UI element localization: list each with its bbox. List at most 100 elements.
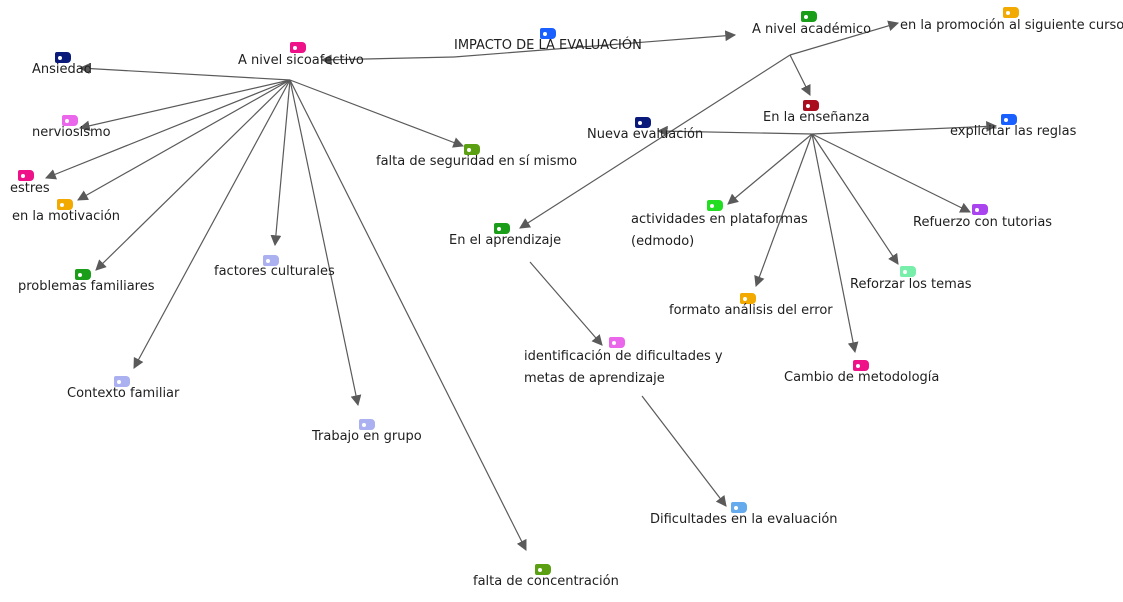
- topic-label-line: Refuerzo con tutorias: [913, 215, 1053, 230]
- topic-label-line: En el aprendizaje: [449, 233, 562, 248]
- connector-sicoafectivo-to-motivacion: [77, 79, 291, 201]
- tag-icon: [635, 117, 651, 128]
- connector-ensenanza-to-formato: [754, 133, 813, 288]
- tag-icon: [18, 170, 34, 181]
- tag-icon: [62, 115, 78, 126]
- topic-label-line: Ansiedad: [32, 62, 92, 77]
- topic-label: Refuerzo con tutorias: [913, 214, 1052, 231]
- tag-icon: [707, 200, 723, 211]
- topic-label-line: En la enseñanza: [763, 110, 870, 125]
- connector-ensenanza-to-plataformas: [727, 133, 813, 205]
- tag-icon: [464, 144, 480, 155]
- tag-icon: [731, 502, 747, 513]
- connector-aprendizaje-to-identificacion: [529, 261, 603, 346]
- topic-label: identificación de dificultades y metas de…: [524, 346, 723, 390]
- topic-label: A nivel académico: [752, 21, 871, 38]
- topic-label-line: A nivel sicoafectivo: [238, 53, 364, 68]
- tag-icon: [540, 28, 556, 39]
- topic-label: IMPACTO DE LA EVALUACIÓN: [454, 37, 642, 54]
- connector-ensenanza-to-tutorias: [811, 133, 971, 213]
- topic-label-line: metas de aprendizaje: [524, 371, 665, 386]
- connector-sicoafectivo-to-concentracion: [289, 79, 527, 551]
- topic-label: actividades en plataformas (edmodo): [631, 209, 808, 253]
- topic-label: Contexto familiar: [67, 385, 179, 402]
- topic-label-line: Dificultades en la evaluación: [650, 512, 838, 527]
- topic-label: Reforzar los temas: [850, 276, 972, 293]
- connector-academico-to-ensenanza: [789, 54, 811, 96]
- topic-label: En la enseñanza: [763, 109, 870, 126]
- tag-icon: [609, 337, 625, 348]
- connector-sicoafectivo-to-estres: [44, 79, 291, 180]
- connector-identificacion-to-dificultades: [641, 395, 727, 507]
- tag-icon: [494, 223, 510, 234]
- tag-icon: [535, 564, 551, 575]
- topic-label: nerviosismo: [32, 124, 111, 141]
- tag-icon: [55, 52, 71, 63]
- topic-label-line: Cambio de metodología: [784, 370, 940, 385]
- tag-icon: [801, 11, 817, 22]
- tag-icon: [740, 293, 756, 304]
- tag-icon: [972, 204, 988, 215]
- topic-label: En el aprendizaje: [449, 232, 561, 249]
- topic-label-line: identificación de dificultades y: [524, 349, 723, 364]
- topic-label: Ansiedad: [32, 61, 92, 78]
- topic-label-line: A nivel académico: [752, 22, 872, 37]
- topic-label: estres: [10, 180, 50, 197]
- topic-label: formato análisis del error: [669, 302, 833, 319]
- topic-label-line: Trabajo en grupo: [312, 429, 422, 444]
- topic-label: problemas familiares: [18, 278, 155, 295]
- topic-label: en la promoción al siguiente curso: [900, 17, 1123, 34]
- tag-icon: [263, 255, 279, 266]
- tag-icon: [114, 376, 130, 387]
- topic-label-line: (edmodo): [631, 234, 695, 249]
- topic-label-line: en la motivación: [12, 209, 121, 224]
- connector-sicoafectivo-to-nerviosismo: [78, 79, 291, 132]
- topic-label-line: problemas familiares: [18, 279, 155, 294]
- connector-sicoafectivo-to-contexto: [133, 79, 291, 369]
- topic-label: falta de seguridad en sí mismo: [376, 153, 577, 170]
- topic-label: Dificultades en la evaluación: [650, 511, 838, 528]
- topic-label-line: Reforzar los temas: [850, 277, 972, 292]
- topic-label-line: formato análisis del error: [669, 303, 833, 318]
- topic-label: Cambio de metodología: [784, 369, 939, 386]
- connector-root-to-sicoafectivo: [320, 54, 455, 66]
- connector-ensenanza-to-metodologia: [811, 133, 859, 354]
- tag-icon: [57, 199, 73, 210]
- connector-academico-to-promocion: [789, 20, 900, 56]
- topic-label-line: Contexto familiar: [67, 386, 180, 401]
- topic-label-line: falta de concentración: [473, 574, 619, 589]
- topic-label: Trabajo en grupo: [312, 428, 422, 445]
- tag-icon: [75, 269, 91, 280]
- topic-label-line: IMPACTO DE LA EVALUACIÓN: [454, 38, 642, 53]
- tag-icon: [1003, 7, 1019, 18]
- topic-label-line: actividades en plataformas: [631, 212, 808, 227]
- tag-icon: [1001, 114, 1017, 125]
- connector-sicoafectivo-to-culturales: [270, 79, 291, 247]
- topic-label-line: falta de seguridad en sí mismo: [376, 154, 578, 169]
- connector-root-to-academico: [453, 30, 737, 58]
- topic-label-line: factores culturales: [214, 264, 335, 279]
- tag-icon: [359, 419, 375, 430]
- topic-label-line: en la promoción al siguiente curso: [900, 18, 1123, 33]
- tag-icon: [803, 100, 819, 111]
- topic-label: explicitar las reglas: [950, 123, 1076, 140]
- topic-label: falta de concentración: [473, 573, 619, 590]
- connector-sicoafectivo-to-trabajo: [289, 79, 362, 407]
- topic-label: A nivel sicoafectivo: [238, 52, 364, 69]
- connector-ensenanza-to-nueva: [656, 125, 813, 137]
- tag-icon: [900, 266, 916, 277]
- connector-ensenanza-to-reglas: [811, 121, 998, 135]
- connector-sicoafectivo-to-seguridad: [289, 79, 465, 148]
- connector-academico-to-aprendizaje: [519, 54, 791, 229]
- tag-icon: [853, 360, 869, 371]
- topic-label: Nueva evaluación: [587, 126, 703, 143]
- topic-label: factores culturales: [214, 263, 335, 280]
- connector-sicoafectivo-to-ansiedad: [78, 63, 291, 81]
- topic-label-line: nerviosismo: [32, 125, 111, 140]
- topic-label: en la motivación: [12, 208, 120, 225]
- connector-sicoafectivo-to-problemas: [95, 79, 291, 271]
- topic-label-line: estres: [10, 181, 50, 196]
- connector-ensenanza-to-reforzar: [811, 133, 899, 265]
- topic-label-line: Nueva evaluación: [587, 127, 704, 142]
